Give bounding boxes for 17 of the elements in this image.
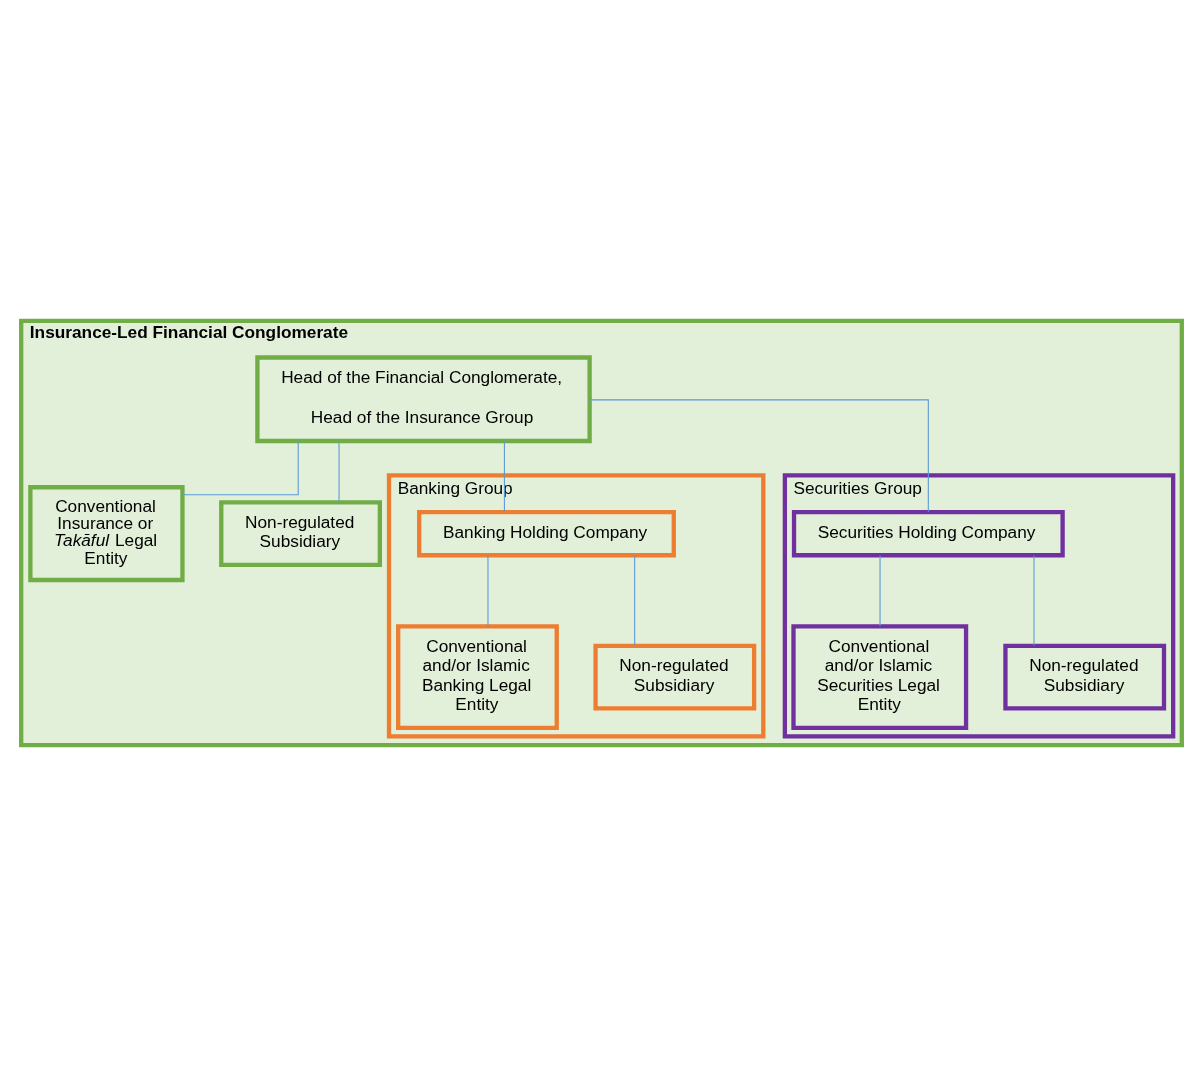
connector [879,554,881,627]
node-box: Securities Holding Company [791,509,1065,558]
node-box: Non-regulated Subsidiary [1003,643,1167,711]
connector [487,554,489,627]
connector [181,440,299,496]
node-box: Non-regulated Subsidiary [593,643,757,711]
node-box: Non-regulated Subsidiary [219,500,382,568]
node-box: Conventional Insurance or Takāful Legal Entity [28,485,185,583]
node-box: Conventional and/or Islamic Securities Legal Entity [791,624,969,730]
connector [338,440,340,503]
connector [1033,554,1035,647]
node-box: Head of the Financial Conglomerate, Head of the Insurance Group [255,355,592,444]
node-box: Conventional and/or Islamic Banking Legal Entity [396,624,559,730]
connector [503,440,505,513]
connector [589,399,929,513]
connector [634,554,636,647]
node-box: Banking Holding Company [417,509,676,558]
